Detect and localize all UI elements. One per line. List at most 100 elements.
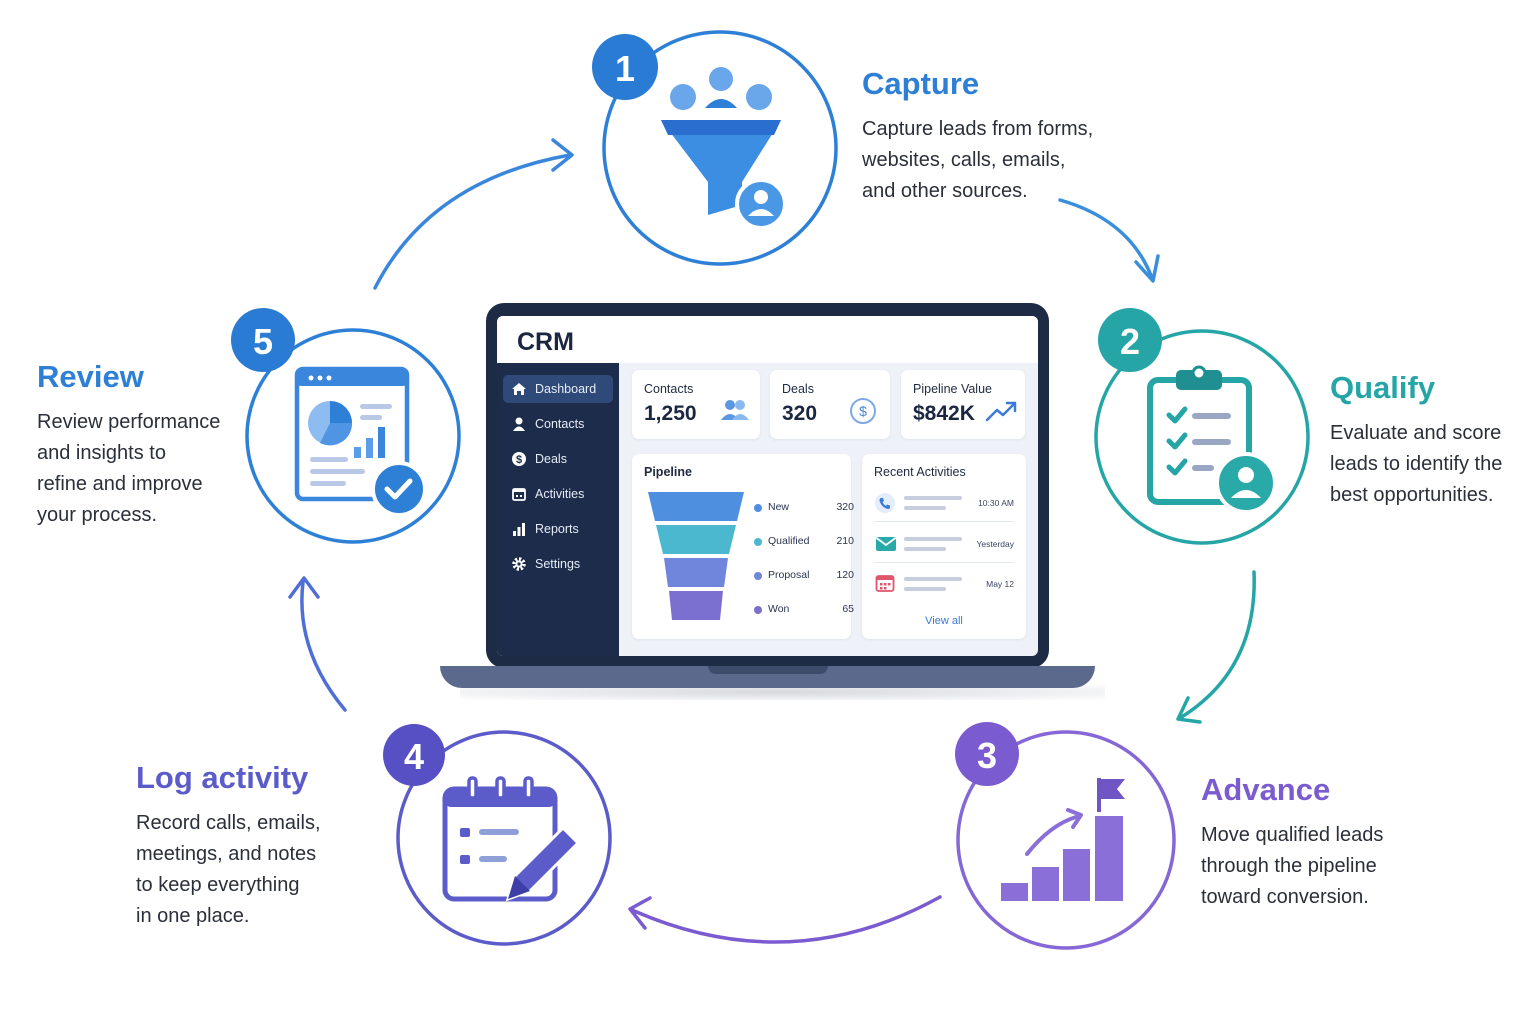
step-5-circle: 5	[231, 308, 461, 544]
nav-item-contacts[interactable]: Contacts	[503, 410, 613, 438]
step-3-description: Move qualified leads through the pipelin…	[1201, 824, 1384, 908]
nav-label: Reports	[535, 522, 579, 536]
step-1-description: Capture leads from forms, websites, call…	[862, 118, 1094, 202]
calendar-pencil-icon	[442, 776, 581, 902]
laptop-shadow	[460, 684, 1105, 700]
activity-placeholder-line	[904, 537, 962, 541]
nav-label: Dashboard	[535, 382, 597, 396]
step-4-description: Record calls, emails, meetings, and note…	[136, 812, 321, 927]
funnel-stage-proposal	[664, 558, 728, 587]
activity-placeholder-line	[904, 587, 946, 591]
arrow-log-to-review-head	[288, 576, 320, 599]
pipeline-panel: Pipeline New 320 Qualified 210 Proposal	[632, 454, 854, 639]
arrow-capture-to-qualify-head	[1134, 254, 1160, 283]
kpi-card-contacts[interactable]: Contacts 1,250	[632, 370, 760, 439]
activity-item[interactable]: May 12	[874, 570, 1014, 600]
legend-dot	[754, 538, 762, 546]
nav-label: Deals	[535, 452, 567, 466]
nav-item-dashboard[interactable]: Dashboard	[503, 375, 613, 403]
step-1-text: Capture Capture leads from forms, websit…	[862, 66, 1093, 207]
legend-item-new: New 320	[754, 501, 854, 515]
step-1-badge: 1	[615, 48, 635, 89]
legend-label: Qualified	[768, 535, 810, 547]
activity-item[interactable]: 10:30 AM	[874, 489, 1014, 522]
legend-dot	[754, 572, 762, 580]
step-5-description: Review performance and insights to refin…	[37, 411, 221, 526]
arrow-review-to-capture	[373, 153, 572, 290]
activity-item[interactable]: Yesterday	[874, 530, 1015, 563]
dollar-circle-icon: $	[850, 398, 876, 424]
divider	[874, 562, 1014, 563]
kpi-value: $842K	[913, 402, 975, 425]
step-4-text: Log activity Record calls, emails, meeti…	[136, 760, 321, 932]
step-3-title: Advance	[1201, 772, 1331, 807]
person-icon	[513, 417, 525, 431]
nav-label: Contacts	[535, 417, 585, 431]
arrow-advance-to-log-head	[628, 896, 652, 930]
crm-dashboard: CRM Dashboard Contacts $ Deals Activitie…	[497, 316, 1038, 656]
legend-value: 320	[836, 501, 854, 513]
nav-label: Activities	[535, 487, 585, 501]
step-4-title: Log activity	[136, 760, 309, 795]
step-2-circle: 2	[1094, 308, 1310, 545]
calendar-icon	[512, 488, 526, 501]
activity-placeholder-line	[904, 496, 962, 500]
legend-item-proposal: Proposal 120	[754, 569, 854, 583]
view-all-link[interactable]: View all	[925, 615, 963, 627]
crm-header: CRM	[497, 316, 1038, 363]
nav-item-settings[interactable]: Settings	[503, 550, 613, 578]
crm-sidebar: Dashboard Contacts $ Deals Activities Re…	[497, 363, 619, 656]
step-4-circle: 4	[383, 724, 612, 946]
step-2-description: Evaluate and score leads to identify the…	[1330, 422, 1503, 506]
growth-chart-flag-icon	[1001, 778, 1125, 901]
pipeline-funnel-chart	[648, 492, 744, 620]
activity-time: 10:30 AM	[978, 498, 1014, 508]
svg-text:$: $	[859, 403, 867, 419]
step-1-circle: 1	[592, 30, 838, 266]
legend-item-won: Won 65	[754, 603, 854, 617]
funnel-stage-new	[648, 492, 744, 521]
funnel-stage-qualified	[656, 525, 736, 554]
step-5-title: Review	[37, 359, 144, 394]
arrow-advance-to-log	[630, 895, 942, 944]
arrow-qualify-to-advance-head	[1176, 696, 1202, 724]
legend-label: Won	[768, 603, 790, 615]
arrow-qualify-to-advance	[1178, 570, 1256, 720]
gear-icon	[512, 557, 526, 571]
kpi-value: 320	[782, 402, 818, 425]
people-icon	[721, 400, 749, 420]
pipeline-title: Pipeline	[644, 465, 692, 479]
divider	[874, 521, 1014, 522]
legend-item-qualified: Qualified 210	[754, 535, 854, 549]
activity-time: Yesterday	[976, 539, 1015, 549]
legend-label: New	[768, 501, 790, 513]
arrow-log-to-review	[300, 580, 347, 712]
activity-placeholder-line	[904, 577, 962, 581]
step-5-badge: 5	[253, 321, 273, 362]
trend-up-icon	[985, 401, 1017, 422]
kpi-card-deals[interactable]: Deals 320 $	[770, 370, 890, 439]
nav-item-deals[interactable]: $ Deals	[503, 445, 613, 473]
crm-title: CRM	[517, 328, 574, 356]
step-1-title: Capture	[862, 66, 980, 101]
arrow-review-to-capture-head	[551, 138, 574, 172]
arrow-capture-to-qualify	[1058, 198, 1154, 280]
nav-item-reports[interactable]: Reports	[503, 515, 613, 543]
step-3-circle: 3	[955, 722, 1176, 950]
activity-placeholder-line	[904, 547, 946, 551]
phone-icon	[875, 493, 895, 513]
home-icon	[512, 383, 526, 395]
nav-label: Settings	[535, 557, 581, 571]
calendar-icon	[875, 575, 895, 592]
kpi-label: Pipeline Value	[913, 382, 992, 396]
kpi-card-pipeline-value[interactable]: Pipeline Value $842K	[901, 370, 1025, 439]
legend-value: 120	[836, 569, 854, 581]
legend-value: 210	[836, 535, 854, 547]
kpi-label: Deals	[782, 382, 814, 396]
bar-chart-icon	[513, 523, 525, 536]
dollar-icon: $	[512, 452, 526, 466]
legend-label: Proposal	[768, 569, 810, 581]
nav-item-activities[interactable]: Activities	[503, 480, 613, 508]
legend-dot	[754, 504, 762, 512]
